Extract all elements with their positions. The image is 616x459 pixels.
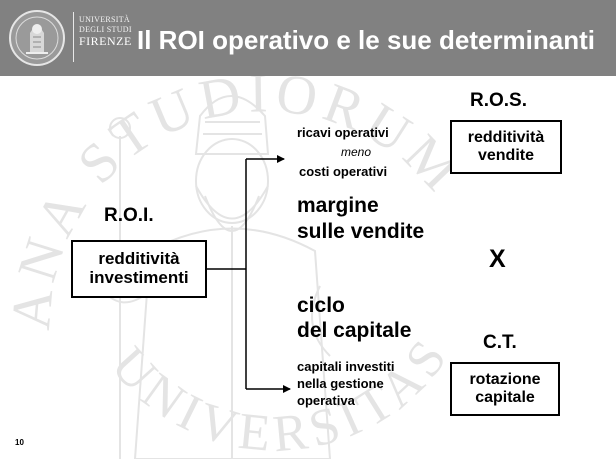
university-seal-icon [9, 10, 65, 66]
top-branch-line2: meno [341, 145, 372, 159]
ct-label: C.T. [483, 332, 517, 353]
ros-label: R.O.S. [470, 90, 528, 111]
logo-divider [73, 12, 74, 62]
header-bar: UNIVERSITÀ DEGLI STUDI FIRENZE Il ROI op… [0, 0, 616, 76]
multiply-sign: X [489, 245, 506, 273]
cycle-line2: del capitale [297, 319, 412, 342]
top-branch-line1: ricavi operativi [297, 125, 389, 140]
roi-box-line2: investimenti [89, 268, 189, 287]
roi-label: R.O.I. [104, 205, 154, 226]
bottom-branch-line2: nella gestione [297, 376, 384, 391]
ros-box-line1: redditività [467, 129, 545, 147]
ct-box-line1: rotazione [469, 371, 541, 389]
ct-box: rotazione capitale [450, 362, 560, 416]
university-name-line2: DEGLI STUDI [79, 25, 132, 34]
bottom-branch-line3: operativa [297, 393, 355, 408]
saint-watermark: ANA STUDIORUM UNIVERSITAS [0, 76, 469, 459]
university-name-line3: FIRENZE [79, 34, 132, 48]
margin-line1: margine [297, 194, 379, 217]
ros-box: redditività vendite [450, 120, 562, 174]
ros-box-line2: vendite [477, 147, 534, 164]
page-number: 10 [15, 438, 24, 447]
university-name-line1: UNIVERSITÀ [79, 15, 130, 24]
roi-box: redditività investimenti [71, 240, 207, 298]
bottom-branch-line1: capitali investiti [297, 359, 395, 374]
university-logo: UNIVERSITÀ DEGLI STUDI FIRENZE [0, 0, 136, 76]
cycle-line1: ciclo [297, 294, 345, 317]
roi-box-line1: redditività [98, 249, 180, 269]
slide-title: Il ROI operativo e le sue determinanti [137, 25, 596, 55]
ct-box-line2: capitale [475, 389, 535, 406]
top-branch-line3: costi operativi [299, 164, 388, 179]
margin-line2: sulle vendite [297, 220, 425, 243]
